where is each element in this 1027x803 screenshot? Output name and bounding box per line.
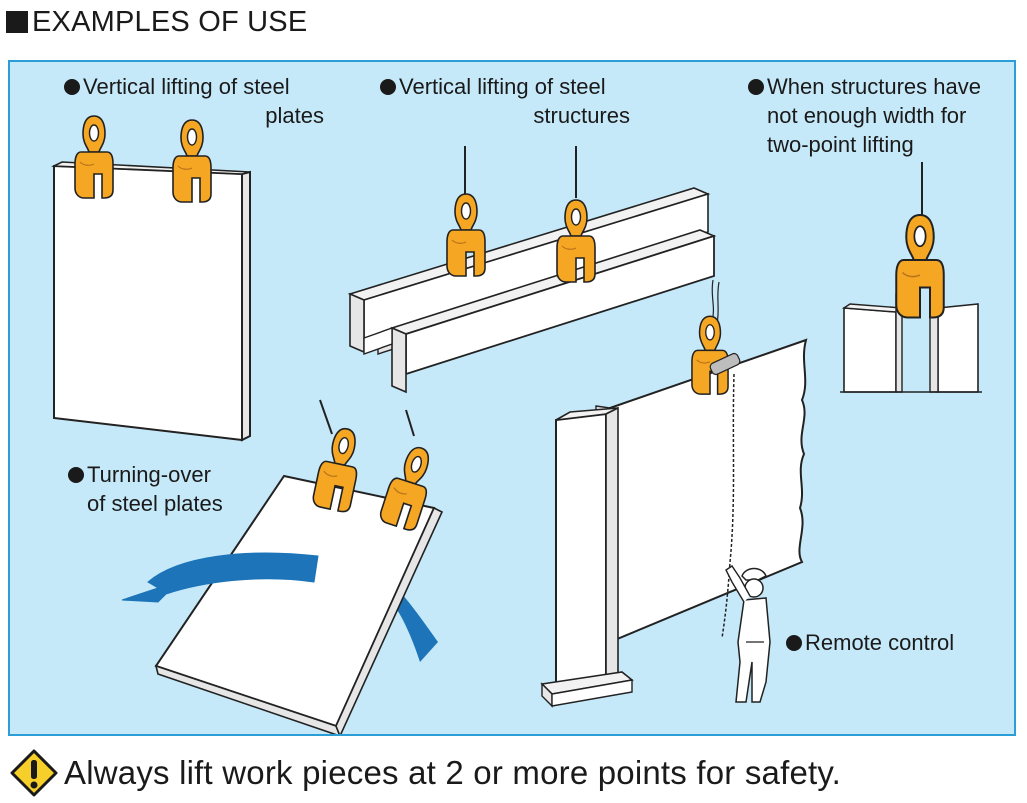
example-turnover-illustration xyxy=(121,399,444,734)
example-remote-control-illustration xyxy=(540,279,808,708)
example-label-plates: Vertical lifting of steel plates xyxy=(64,72,324,130)
example-label-line: When structures have xyxy=(748,72,998,101)
example-label-line: plates xyxy=(265,103,324,128)
example-hbeam-illustration xyxy=(347,146,717,394)
section-header: EXAMPLES OF USE xyxy=(6,4,307,40)
example-label-turnover: Turning-over of steel plates xyxy=(68,460,248,518)
example-plate-illustration xyxy=(50,115,251,442)
safety-text: Always lift work pieces at 2 or more poi… xyxy=(64,754,842,791)
example-label-structures: Vertical lifting of steel structures xyxy=(380,72,630,130)
examples-illustration xyxy=(50,115,982,734)
example-narrow-structure-illustration xyxy=(840,162,982,393)
example-label-line: Vertical lifting of steel xyxy=(64,72,324,101)
example-label-line: not enough width for xyxy=(767,103,967,128)
bullet-dot-icon xyxy=(64,79,80,95)
examples-panel: Vertical lifting of steel plates Vertica… xyxy=(8,60,1016,736)
bullet-dot-icon xyxy=(786,635,802,651)
section-title: EXAMPLES OF USE xyxy=(32,5,308,38)
example-label-line: Turning-over xyxy=(68,460,248,489)
example-label-line: Vertical lifting of steel xyxy=(380,72,630,101)
example-label-narrow-structures: When structures have not enough width fo… xyxy=(748,72,998,159)
bullet-dot-icon xyxy=(380,79,396,95)
safety-notice: Always lift work pieces at 2 or more poi… xyxy=(10,748,841,798)
warning-diamond-icon xyxy=(10,749,58,797)
bullet-dot-icon xyxy=(748,79,764,95)
example-label-line: of steel plates xyxy=(87,491,223,516)
example-label-line: structures xyxy=(533,103,630,128)
example-label-line: two-point lifting xyxy=(767,132,914,157)
black-square-icon xyxy=(6,11,28,33)
worker-figure xyxy=(725,565,771,703)
bullet-dot-icon xyxy=(68,467,84,483)
example-label-line: Remote control xyxy=(786,628,986,657)
example-label-remote-control: Remote control xyxy=(786,628,986,657)
